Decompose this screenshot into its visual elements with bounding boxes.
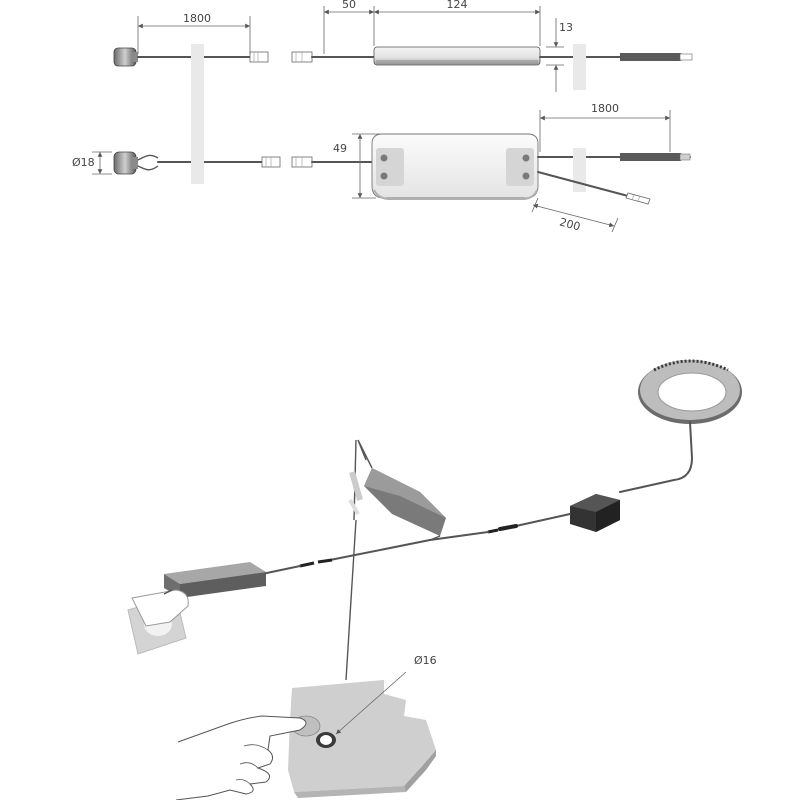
wall-socket-icon (127, 589, 189, 655)
sensor-switch-icon (113, 151, 138, 175)
plug-connector-icon (249, 51, 313, 63)
driver-box-icon (371, 133, 539, 200)
dim-label-plug-gap: 50 (342, 0, 356, 11)
dim-label-branch-cable: 200 (558, 215, 582, 233)
dimension-driver-width: 49 (333, 133, 380, 199)
dim-label-switch-diameter: Ø18 (72, 156, 95, 169)
sensor-switch-icon (113, 47, 138, 67)
dimension-driver-height: 13 (546, 18, 573, 92)
cabinet-panel-icon (288, 680, 436, 798)
dim-label-driver-width: 49 (333, 142, 347, 155)
output-connector-icon (620, 153, 691, 161)
dim-label-hole-diameter: Ø16 (414, 654, 437, 667)
junction-box-icon (570, 494, 620, 532)
dimension-driver-length: 124 (374, 0, 541, 46)
plug-connector-icon (261, 156, 313, 168)
hand-icon (175, 715, 321, 800)
driver-slim-icon (373, 46, 541, 66)
dimension-output-cable: 1800 (539, 102, 671, 152)
dimension-switch-cable: 1800 (137, 12, 251, 54)
dimension-plug-gap: 50 (323, 0, 375, 54)
dimension-branch-cable: 200 (531, 197, 619, 233)
branch-connector-icon (625, 192, 651, 205)
top-view-box: Ø18 49 1800 200 (72, 102, 691, 233)
dim-label-switch-cable: 1800 (183, 12, 211, 25)
dim-label-driver-length: 124 (447, 0, 468, 11)
installation-view: Ø16 (127, 359, 742, 800)
driver-upper-icon (364, 468, 446, 536)
dim-label-output-cable: 1800 (591, 102, 619, 115)
dimension-switch-diameter: Ø18 (72, 151, 112, 175)
output-connector-icon (620, 53, 693, 61)
downlight-icon (638, 359, 742, 424)
dimension-hole-diameter: Ø16 (335, 654, 437, 735)
dim-label-driver-height: 13 (559, 21, 573, 34)
switch-hole-icon (316, 732, 336, 748)
